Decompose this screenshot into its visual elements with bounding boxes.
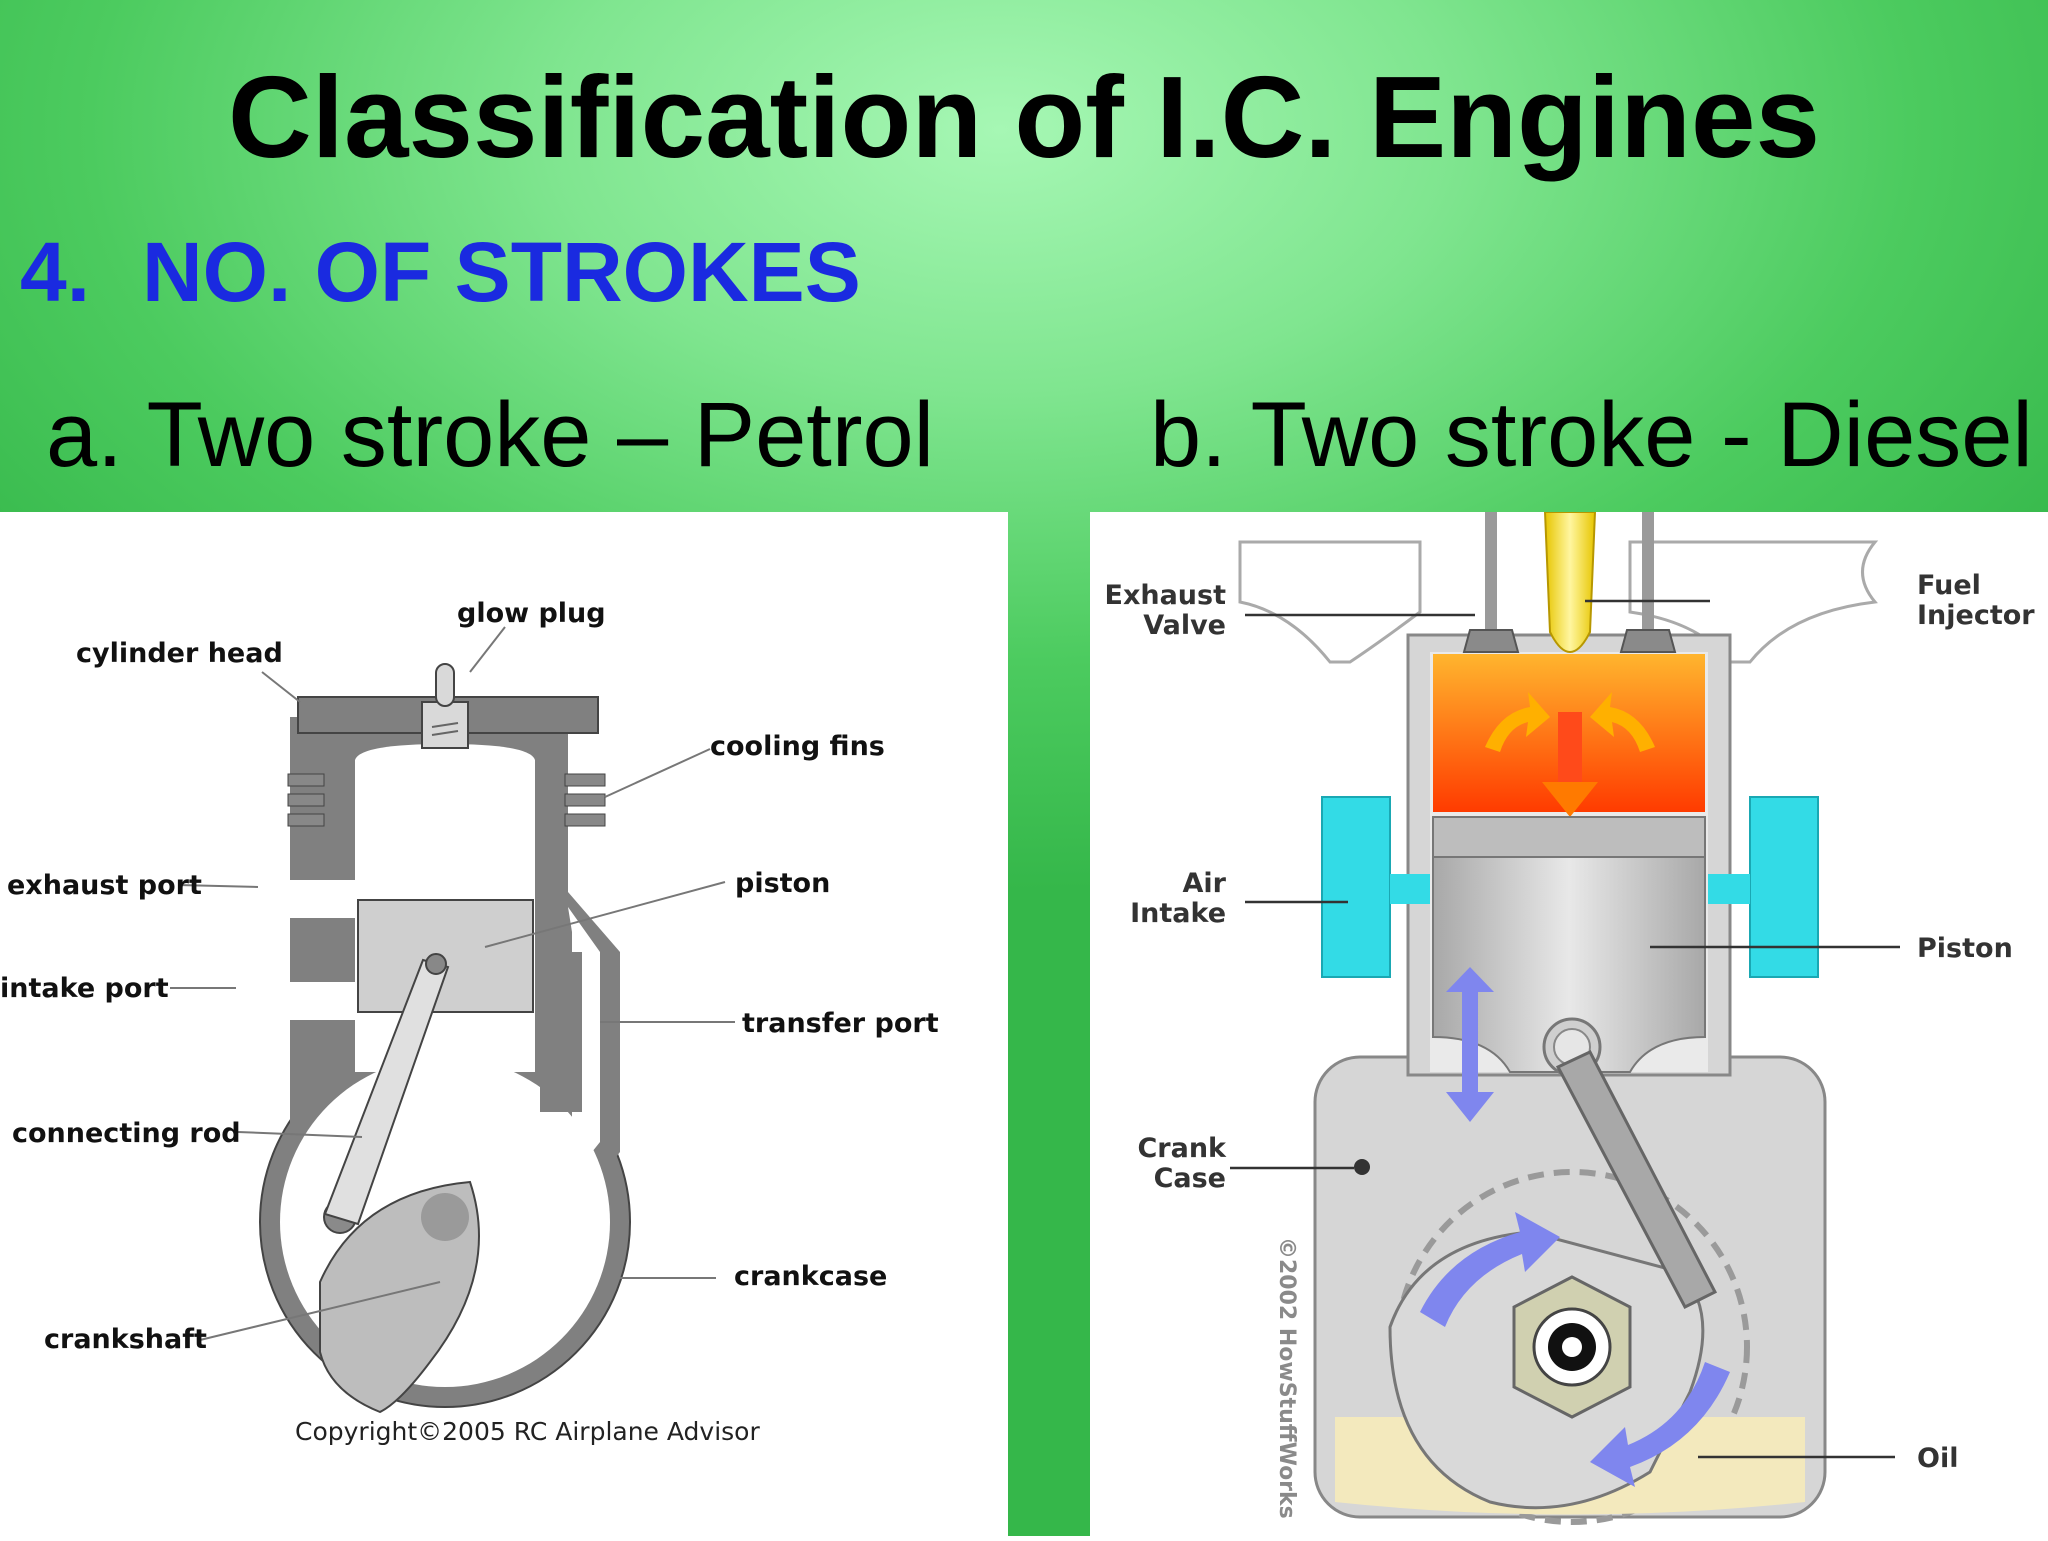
diesel-label-leaders	[1230, 599, 1900, 1459]
petrol-engine-diagram: glow plug cylinder head cooling fins exh…	[0, 512, 1008, 1536]
label-cooling-fins: cooling fins	[710, 731, 885, 762]
label-piston-diesel: Piston	[1917, 933, 2013, 964]
label-piston: piston	[735, 868, 830, 899]
label-transfer-port: transfer port	[742, 1008, 939, 1039]
diesel-diagram-svg: Exhaust Valve Air Intake Crank Case Fuel…	[1105, 511, 2035, 1525]
section-number: 4.	[20, 225, 91, 319]
label-connecting-rod: connecting rod	[12, 1118, 241, 1149]
section-heading: 4. NO. OF STROKES	[20, 222, 861, 322]
label-exhaust-valve-line1: Exhaust	[1105, 580, 1227, 611]
diesel-engine-diagram: Exhaust Valve Air Intake Crank Case Fuel…	[1090, 511, 2048, 1536]
label-air-intake-line1: Air	[1183, 868, 1227, 899]
section-title: NO. OF STROKES	[142, 225, 861, 319]
label-oil: Oil	[1917, 1443, 1958, 1474]
diesel-engine-body	[1238, 511, 1879, 1525]
petrol-copyright: Copyright©2005 RC Airplane Advisor	[295, 1417, 760, 1446]
label-crank-case-line2: Case	[1154, 1163, 1226, 1194]
diesel-caption: b. Two stroke - Diesel	[1150, 384, 2033, 486]
label-glow-plug: glow plug	[457, 598, 606, 629]
label-cylinder-head: cylinder head	[76, 638, 283, 669]
label-crank-case-line1: Crank	[1137, 1133, 1227, 1164]
label-crankshaft: crankshaft	[44, 1324, 207, 1355]
slide-title: Classification of I.C. Engines	[227, 52, 1821, 182]
label-fuel-injector-line1: Fuel	[1917, 570, 1981, 601]
label-fuel-injector-line2: Injector	[1917, 600, 2035, 631]
label-intake-port: intake port	[0, 973, 169, 1004]
petrol-caption: a. Two stroke – Petrol	[46, 384, 935, 486]
label-crankcase: crankcase	[734, 1261, 887, 1292]
petrol-engine-body	[215, 663, 631, 1414]
diesel-copyright: ©2002 HowStuffWorks	[1274, 1237, 1299, 1519]
petrol-diagram-svg: glow plug cylinder head cooling fins exh…	[0, 598, 939, 1446]
label-exhaust-port: exhaust port	[7, 870, 202, 901]
label-exhaust-valve-line2: Valve	[1143, 610, 1226, 641]
label-air-intake-line2: Intake	[1130, 898, 1226, 929]
petrol-label-leaders	[170, 626, 735, 1341]
